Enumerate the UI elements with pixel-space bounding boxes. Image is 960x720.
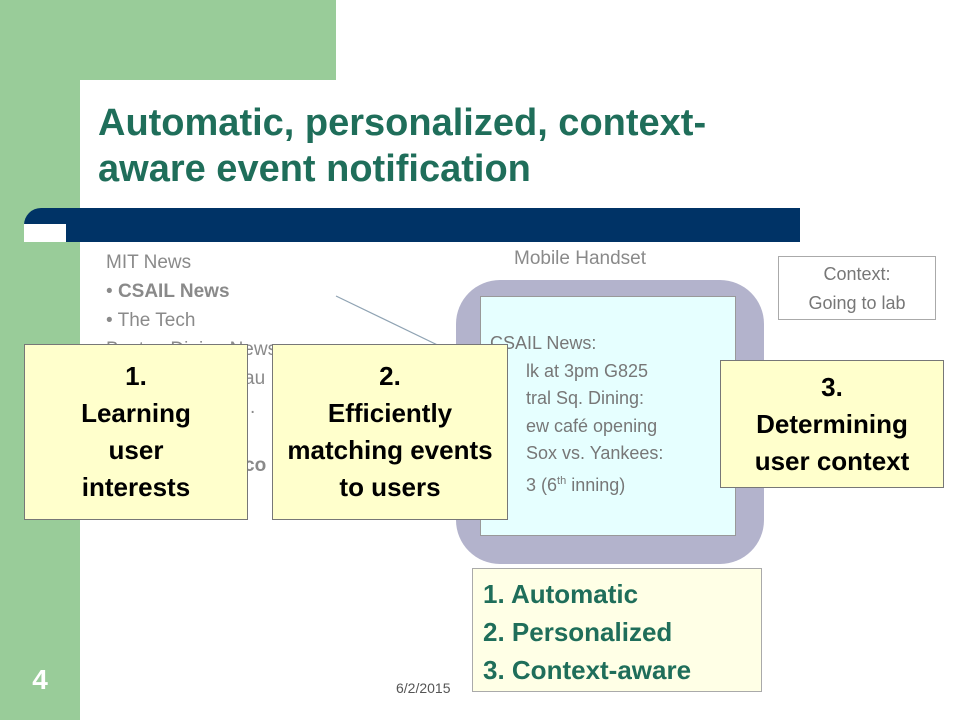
news-item-csail: • CSAIL News [106, 281, 230, 302]
screen-score: 3 (6 [526, 474, 558, 495]
callout-line: 2. [379, 361, 401, 391]
news-item-partial: . [250, 397, 256, 418]
news-item-label: The Tech [117, 310, 196, 331]
title-bar-notch [24, 224, 66, 242]
screen-line: tral Sq. Dining: [526, 388, 645, 408]
callout-line: Determining [756, 408, 908, 439]
news-item-partial: co [244, 455, 267, 476]
news-header: MIT News [106, 252, 192, 273]
screen-line: lk at 3pm G825 [526, 360, 649, 381]
summary-item: 3. Context-aware [483, 655, 692, 685]
callout-line: Efficiently [327, 398, 453, 428]
title-line-1: Automatic, personalized, context- [98, 102, 707, 144]
callout-learning-interests: 1. Learning user interests [24, 344, 248, 520]
summary-item: 2. Personalized [483, 617, 673, 647]
callout-line: 3. [821, 371, 843, 402]
title-line-2: aware event notification [98, 148, 531, 190]
screen-line: Sox vs. Yankees: [526, 443, 664, 463]
summary-item: 1. Automatic [483, 579, 639, 609]
handset-screen [480, 296, 736, 536]
context-label: Context: [823, 264, 891, 284]
callout-line: 1. [125, 361, 147, 391]
summary-box: 1. Automatic 2. Personalized 3. Context-… [472, 568, 762, 692]
context-box: Context: Going to lab [778, 256, 936, 320]
handset-label: Mobile Handset [514, 248, 647, 269]
screen-inning: inning) [566, 474, 626, 495]
title-underline-bar [24, 208, 800, 242]
slide-date: 6/2/2015 [396, 680, 451, 696]
connector-line [335, 295, 453, 353]
callout-user-context: 3. Determining user context [720, 360, 944, 488]
news-item-partial: au [244, 368, 266, 389]
top-green-band [80, 0, 336, 80]
news-item-label: CSAIL News [117, 281, 230, 302]
news-item-tech: • The Tech [106, 310, 196, 331]
screen-line: CSAIL News: [490, 333, 597, 353]
callout-line: matching events [287, 435, 493, 465]
screen-line: ew café opening [526, 415, 658, 436]
callout-matching-events: 2. Efficiently matching events to users [272, 344, 508, 520]
callout-line: user [108, 435, 164, 465]
callout-line: interests [81, 472, 191, 502]
handset-screen-text: CSAIL News: lk at 3pm G825 tral Sq. Dini… [490, 330, 663, 499]
slide-number: 4 [32, 664, 48, 695]
screen-line: 3 (6th inning) [490, 468, 663, 500]
slide-title: Automatic, personalized, context- aware … [98, 100, 798, 192]
callout-line: to users [339, 472, 441, 502]
context-value: Going to lab [808, 293, 906, 313]
callout-line: Learning [81, 398, 191, 428]
callout-line: user context [754, 445, 910, 476]
screen-superscript: th [557, 474, 567, 487]
